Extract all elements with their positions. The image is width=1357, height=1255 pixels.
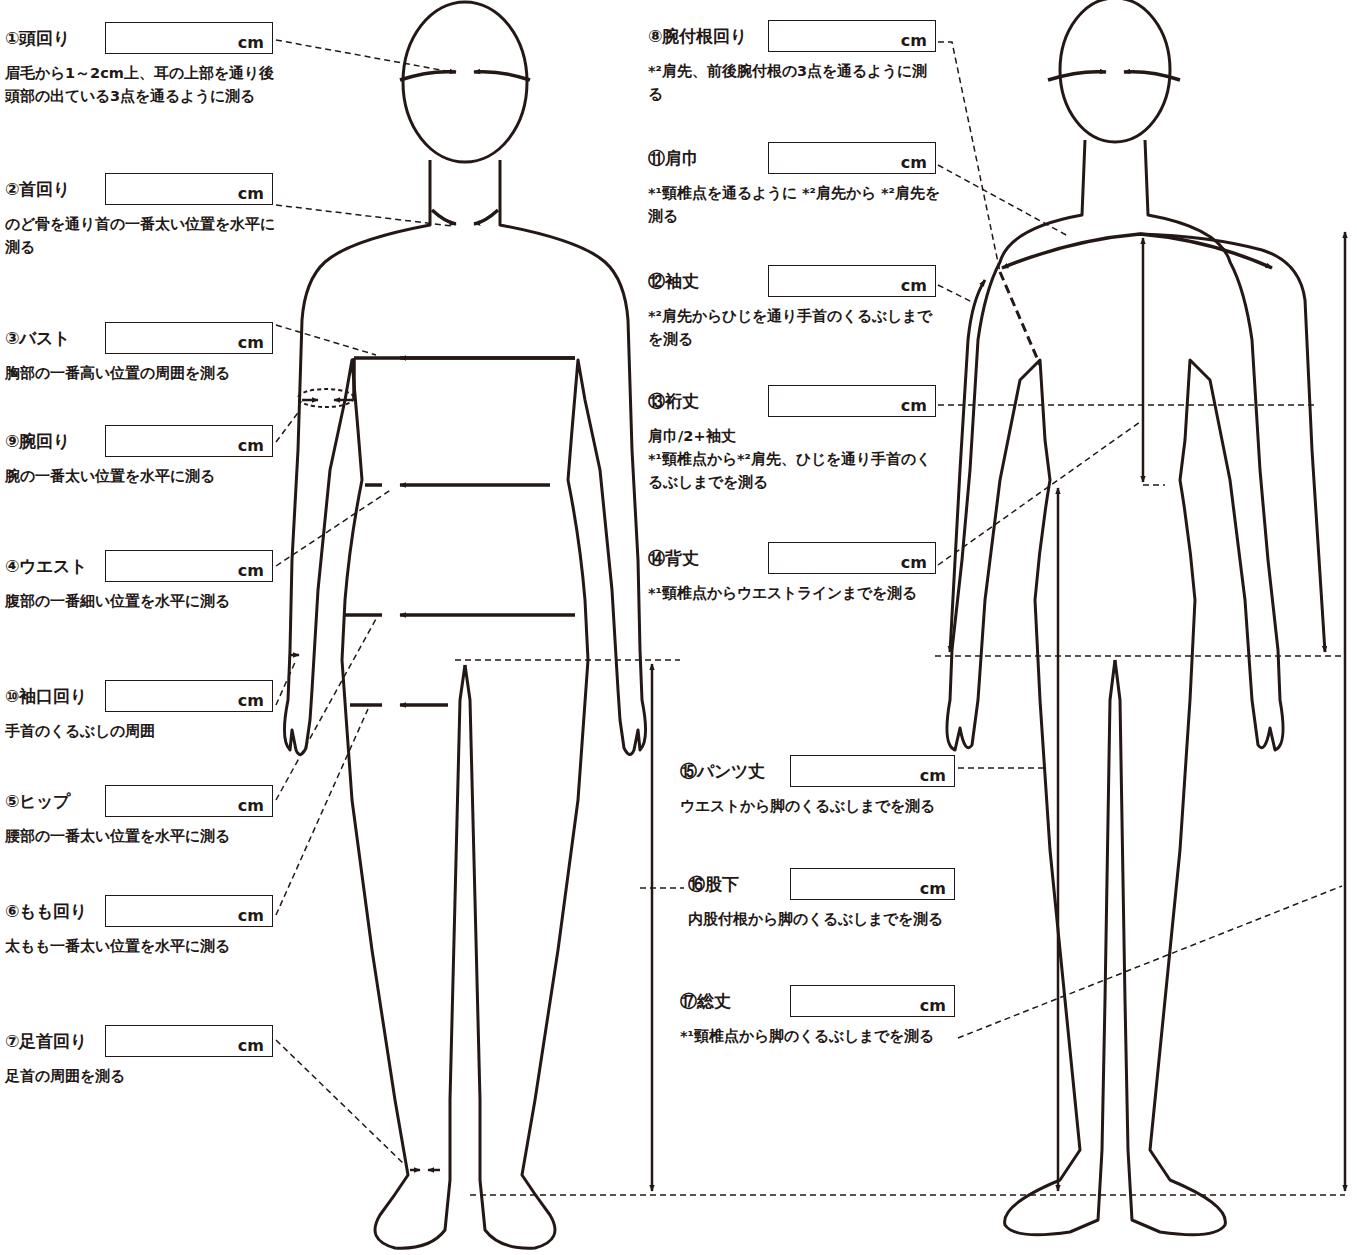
measure-field: ⑯股下 cm 内股付根から脚のくるぶしまでを測る — [688, 868, 978, 931]
field-description: 内股付根から脚のくるぶしまでを測る — [688, 908, 978, 931]
input-box: cm — [790, 868, 955, 900]
field-description: *²肩先からひじを通り手首のくるぶしまでを測る — [648, 305, 940, 351]
field-description: 腰部の一番太い位置を水平に測る — [5, 825, 277, 848]
input-box: cm — [790, 755, 955, 787]
unit-label: cm — [901, 153, 927, 172]
field-heading: ①頭回り — [5, 27, 70, 50]
field-heading: ⑨腕回り — [5, 430, 70, 453]
field-description: *¹頸椎点から*²肩先、ひじを通り手首のくるぶしまでを測る — [648, 448, 940, 494]
input-box: cm — [105, 22, 273, 54]
field-heading: ⑦足首回り — [5, 1030, 87, 1053]
measure-field: ⑦足首回り cm 足首の周囲を測る — [5, 1025, 277, 1088]
measure-field: ①頭回り cm 眉毛から1～2cm上、耳の上部を通り後頭部の出ている3点を通るように… — [5, 22, 277, 108]
measure-field: ⑧腕付根回り cm *²肩先、前後腕付根の3点を通るように測る — [648, 20, 940, 106]
measure-field: ③バスト cm 胸部の一番高い位置の周囲を測る — [5, 322, 277, 385]
unit-label: cm — [901, 553, 927, 572]
field-heading: ⑭背丈 — [648, 547, 699, 570]
unit-label: cm — [238, 906, 264, 925]
field-heading: ⑤ヒップ — [5, 790, 70, 813]
field-description: 足首の周囲を測る — [5, 1065, 277, 1088]
measure-field: ⑬裄丈 cm 肩巾/2+袖丈*¹頸椎点から*²肩先、ひじを通り手首のくるぶしまでを測… — [648, 385, 940, 495]
field-description: 腕の一番太い位置を水平に測る — [5, 465, 277, 488]
field-description: 腹部の一番細い位置を水平に測る — [5, 590, 277, 613]
measure-field: ⑰総丈 cm *¹頸椎点から脚のくるぶしまでを測る — [680, 985, 970, 1048]
field-heading: ⑥もも回り — [5, 900, 87, 923]
input-box: cm — [790, 985, 955, 1017]
measure-field: ②首回り cm のど骨を通り首の一番太い位置を水平に測る — [5, 173, 277, 259]
field-heading: ⑮パンツ丈 — [680, 760, 765, 783]
measure-field: ⑫袖丈 cm *²肩先からひじを通り手首のくるぶしまでを測る — [648, 265, 940, 351]
input-box: cm — [105, 785, 273, 817]
input-box: cm — [105, 680, 273, 712]
field-description: 胸部の一番高い位置の周囲を測る — [5, 362, 277, 385]
field-heading: ②首回り — [5, 178, 70, 201]
field-description: *¹頸椎点を通るように *²肩先から *²肩先を測る — [648, 182, 940, 228]
input-box: cm — [768, 542, 936, 574]
back-figure — [947, 0, 1283, 1235]
input-box: cm — [105, 173, 273, 205]
input-box: cm — [768, 20, 936, 52]
input-box: cm — [768, 142, 936, 174]
input-box: cm — [105, 895, 273, 927]
measure-field: ⑪肩巾 cm *¹頸椎点を通るように *²肩先から *²肩先を測る — [648, 142, 940, 228]
unit-label: cm — [901, 276, 927, 295]
unit-label: cm — [920, 766, 946, 785]
unit-label: cm — [238, 184, 264, 203]
field-description: *¹頸椎点から脚のくるぶしまでを測る — [680, 1025, 970, 1048]
field-heading: ④ウエスト — [5, 555, 87, 578]
field-heading: ⑬裄丈 — [648, 390, 699, 413]
measure-field: ⑥もも回り cm 太もも一番太い位置を水平に測る — [5, 895, 277, 958]
measure-field: ⑭背丈 cm *¹頸椎点からウエストラインまでを測る — [648, 542, 940, 605]
unit-label: cm — [238, 1036, 264, 1055]
measure-field: ④ウエスト cm 腹部の一番細い位置を水平に測る — [5, 550, 277, 613]
input-box: cm — [768, 265, 936, 297]
unit-label: cm — [920, 996, 946, 1015]
measure-field: ⑮パンツ丈 cm ウエストから脚のくるぶしまでを測る — [680, 755, 970, 818]
field-description: 手首のくるぶしの周囲 — [5, 720, 277, 743]
field-heading: ⑯股下 — [688, 873, 739, 896]
field-heading: ⑰総丈 — [680, 990, 731, 1013]
unit-label: cm — [238, 796, 264, 815]
unit-label: cm — [901, 396, 927, 415]
measure-field: ⑤ヒップ cm 腰部の一番太い位置を水平に測る — [5, 785, 277, 848]
field-heading: ⑫袖丈 — [648, 270, 699, 293]
field-heading: ⑩袖口回り — [5, 685, 87, 708]
input-box: cm — [105, 322, 273, 354]
unit-label: cm — [920, 879, 946, 898]
front-figure — [284, 2, 645, 1248]
field-heading: ③バスト — [5, 327, 70, 350]
measure-field: ⑩袖口回り cm 手首のくるぶしの周囲 — [5, 680, 277, 743]
field-heading: ⑧腕付根回り — [648, 25, 747, 48]
unit-label: cm — [238, 561, 264, 580]
field-description: 眉毛から1～2cm上、耳の上部を通り後頭部の出ている3点を通るように測る — [5, 62, 277, 108]
field-description: のど骨を通り首の一番太い位置を水平に測る — [5, 213, 277, 259]
input-box: cm — [105, 1025, 273, 1057]
input-box: cm — [105, 550, 273, 582]
leader-lines — [276, 40, 1345, 1195]
measure-field: ⑨腕回り cm 腕の一番太い位置を水平に測る — [5, 425, 277, 488]
field-description: 太もも一番太い位置を水平に測る — [5, 935, 277, 958]
unit-label: cm — [901, 31, 927, 50]
field-description: 肩巾/2+袖丈 — [648, 425, 940, 448]
input-box: cm — [105, 425, 273, 457]
unit-label: cm — [238, 436, 264, 455]
measure-lines — [289, 72, 652, 1191]
field-heading: ⑪肩巾 — [648, 147, 699, 170]
field-description: *²肩先、前後腕付根の3点を通るように測る — [648, 60, 940, 106]
input-box: cm — [768, 385, 936, 417]
measure-lines — [950, 72, 1345, 1191]
field-description: ウエストから脚のくるぶしまでを測る — [680, 795, 970, 818]
unit-label: cm — [238, 333, 264, 352]
unit-label: cm — [238, 33, 264, 52]
field-description: *¹頸椎点からウエストラインまでを測る — [648, 582, 940, 605]
unit-label: cm — [238, 691, 264, 710]
